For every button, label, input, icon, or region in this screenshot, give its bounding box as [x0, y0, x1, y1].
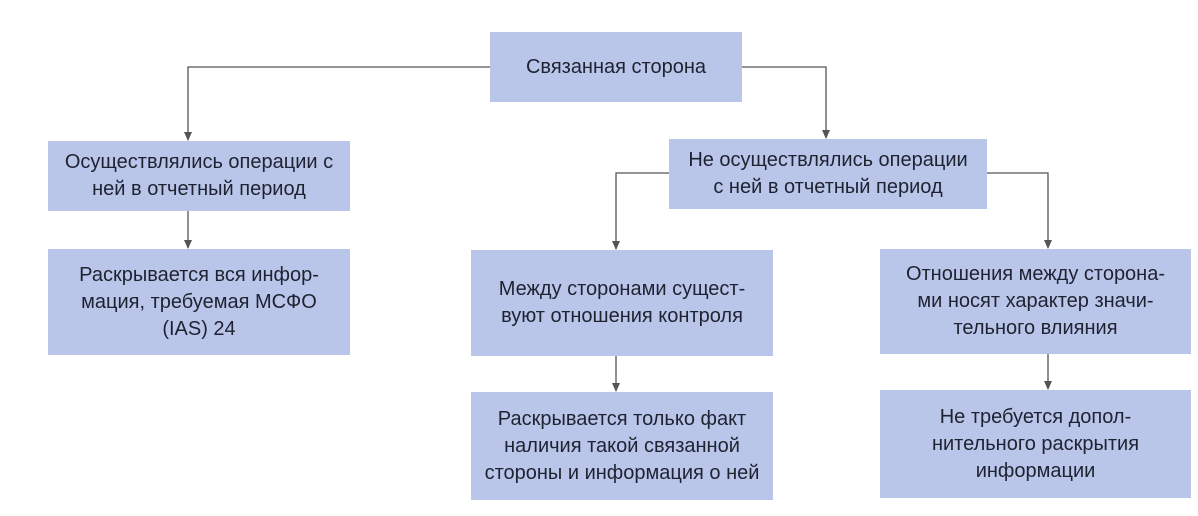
- related-party-box: Связанная сторона: [490, 32, 742, 102]
- no-transactions-box: Не осуществлялись операции с ней в отчет…: [669, 139, 987, 209]
- full-disclosure-box: Раскрывается вся инфор- мация, требуемая…: [48, 249, 350, 355]
- connector-no-transactions-to-control: [612, 172, 669, 250]
- connector-root-to-transactions: [184, 66, 490, 141]
- connector-no-transactions-to-influence: [987, 172, 1052, 249]
- connector-root-to-no-transactions: [742, 66, 830, 139]
- control-relationship-box: Между сторонами сущест- вуют отношения к…: [471, 250, 773, 356]
- no-additional-disclosure-box: Не требуется допол- нительного раскрытия…: [880, 390, 1191, 498]
- significant-influence-box: Отношения между сторона- ми носят характ…: [880, 249, 1191, 354]
- transactions-occurred-box: Осуществлялись операции с ней в отчетный…: [48, 141, 350, 211]
- fact-only-disclosure-box: Раскрывается только факт наличия такой с…: [471, 392, 773, 500]
